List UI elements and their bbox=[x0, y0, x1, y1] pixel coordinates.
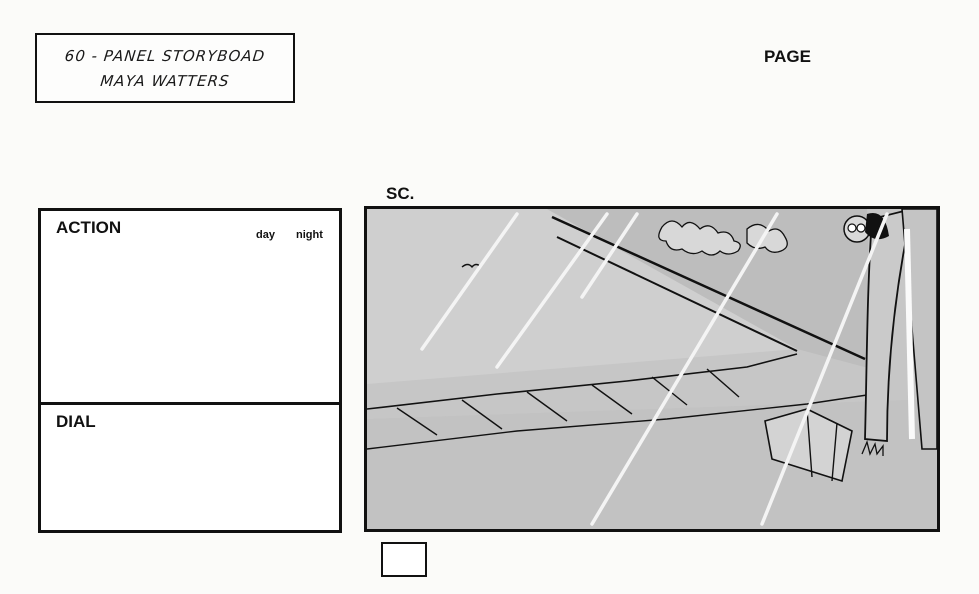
sidewalk-edge-bottom bbox=[367, 394, 868, 450]
action-box[interactable]: ACTION day night bbox=[38, 208, 342, 405]
bird-scribble bbox=[461, 263, 482, 269]
scene-label: SC. bbox=[386, 184, 415, 203]
rain-streak bbox=[760, 212, 889, 526]
artist-name: MAYA WATTERS bbox=[99, 72, 231, 90]
sidewalk-joint bbox=[526, 391, 568, 422]
foliage-shape bbox=[658, 220, 741, 256]
ground-shape bbox=[367, 399, 937, 529]
sidewalk-joint bbox=[706, 368, 740, 398]
storyboard-panel bbox=[364, 206, 940, 532]
dialogue-box[interactable]: DIAL bbox=[38, 402, 342, 533]
rain-streak bbox=[495, 212, 609, 369]
rain-streak bbox=[590, 212, 779, 526]
day-label: day bbox=[256, 229, 275, 241]
panel-sketch bbox=[367, 209, 937, 529]
sidewalk-joint bbox=[396, 407, 438, 436]
page-label: PAGE bbox=[764, 47, 811, 66]
dialogue-heading: DIAL bbox=[56, 412, 96, 431]
night-label: night bbox=[296, 229, 323, 241]
curb-line-bottom bbox=[556, 236, 798, 352]
curb-line-top bbox=[551, 215, 866, 361]
owl-eye bbox=[856, 223, 866, 233]
panel-number-box[interactable] bbox=[381, 542, 427, 577]
tree-trunk bbox=[864, 209, 913, 442]
sidewalk-edge-top bbox=[367, 353, 798, 410]
action-heading: ACTION bbox=[56, 218, 122, 237]
storyboard-title: 60 - PANEL STORYBOAD bbox=[63, 47, 267, 65]
trunk-highlight bbox=[904, 228, 915, 440]
box-edges bbox=[806, 408, 838, 482]
sidewalk-joint bbox=[591, 384, 633, 415]
rain-streaks bbox=[420, 212, 889, 526]
rain-streak bbox=[580, 212, 639, 299]
owl-eye bbox=[847, 223, 857, 233]
storyboard-title-box: 60 - PANEL STORYBOAD MAYA WATTERS bbox=[35, 33, 295, 103]
sidewalk-joint bbox=[461, 399, 503, 430]
rain-streak bbox=[420, 212, 519, 351]
grass-tuft bbox=[861, 439, 884, 456]
